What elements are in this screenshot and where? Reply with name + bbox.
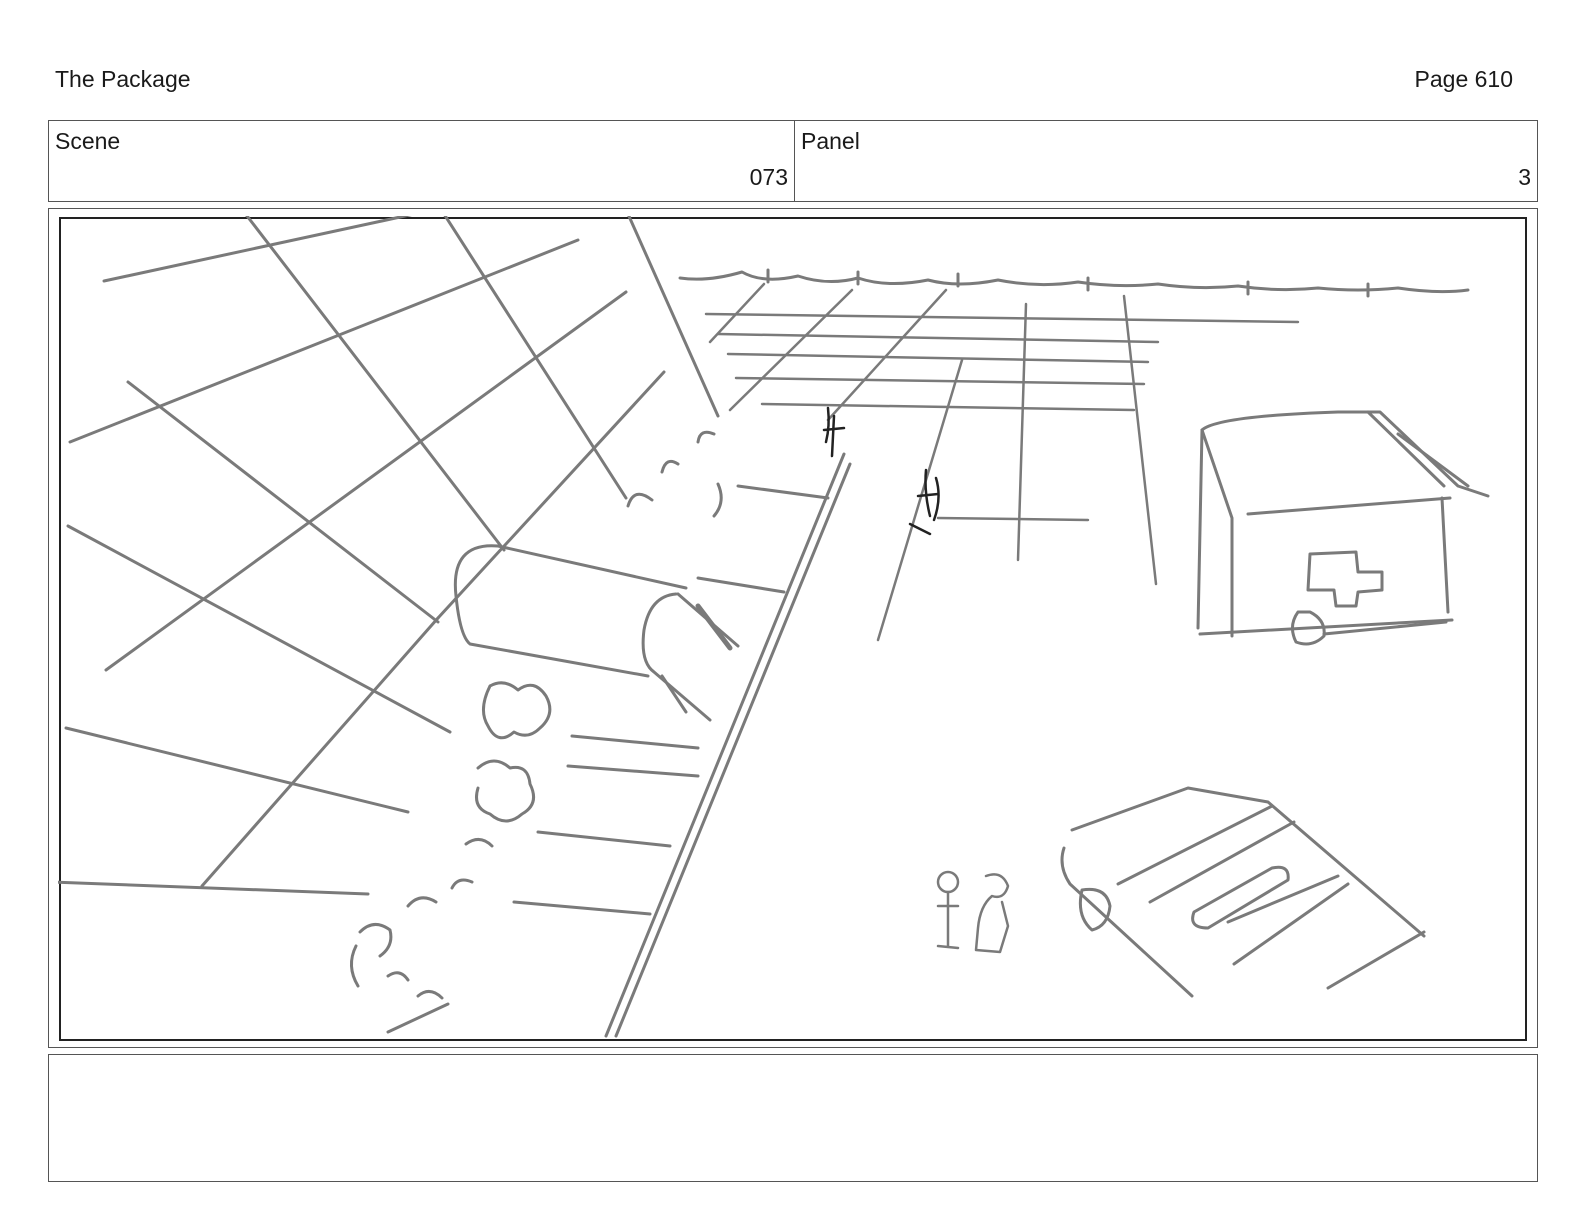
dust-cloud [350, 430, 723, 1034]
scene-number: 073 [749, 164, 788, 190]
project-title: The Package [55, 66, 191, 92]
left-field-grid [58, 216, 720, 896]
medical-building [1196, 410, 1490, 646]
panel-number: 3 [1518, 164, 1531, 190]
tanker-truck [453, 544, 740, 722]
scene-box: Scene 073 [48, 120, 795, 202]
far-fence [678, 268, 1470, 298]
far-tarmac-grid [704, 282, 1300, 642]
storyboard-sketch [58, 216, 1527, 1041]
scene-label: Scene [55, 128, 121, 154]
standing-figures [936, 870, 1010, 954]
page-number: Page 610 [1414, 66, 1513, 92]
panel-label: Panel [801, 128, 860, 154]
panel-frame [48, 208, 1538, 1048]
running-figures [822, 406, 940, 536]
notes-box [48, 1054, 1538, 1182]
sketch-border [59, 217, 1527, 1041]
panel-box: Panel 3 [794, 120, 1538, 202]
runway-edge [604, 452, 852, 1038]
runway-markings [512, 484, 830, 916]
vehicle [1060, 786, 1426, 998]
